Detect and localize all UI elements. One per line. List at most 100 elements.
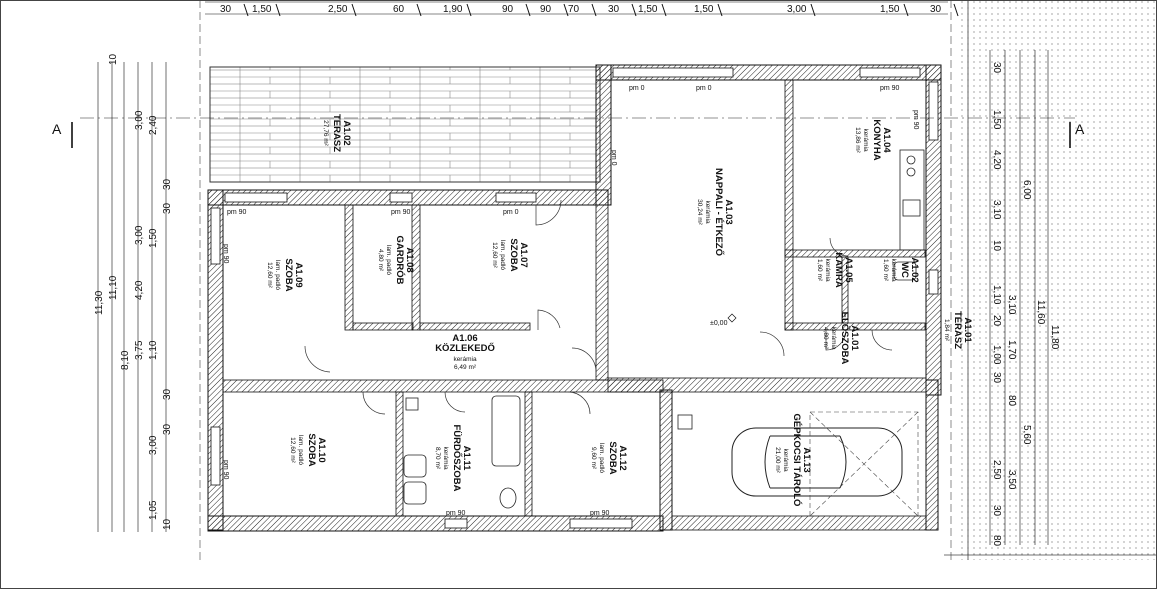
dim-right-total1: 11,80 [1049, 325, 1060, 350]
dim-label: 4,20 [991, 150, 1002, 170]
dim-label: 1,70 [1006, 340, 1017, 360]
dim-label: 1,50 [148, 228, 159, 248]
room-area: 4,80 m² [377, 249, 384, 272]
dim-label: 1,10 [148, 340, 159, 360]
room-material: kerámia [704, 200, 711, 224]
room-id: A1.07 [518, 242, 529, 267]
dim-label: 4,20 [134, 280, 145, 300]
dim-label: 30 [991, 62, 1002, 74]
window-tag: pm 90 [222, 460, 229, 480]
room-name: SZOBA [607, 441, 618, 474]
windows [210, 67, 939, 529]
door-swings [304, 199, 893, 415]
dim-label: 3,50 [1006, 470, 1017, 490]
dim-tick [903, 3, 909, 17]
window-tag: pm 0 [610, 150, 617, 166]
room-id: A1.02 [341, 120, 352, 145]
dim-label: 30 [991, 505, 1002, 517]
room-name: TERASZ [331, 114, 342, 152]
room-material: kerámia [824, 258, 831, 282]
terrain-area [960, 0, 1157, 560]
section-marker-left: A [52, 121, 62, 137]
dim-tick [631, 3, 637, 17]
dim-label: 30 [220, 4, 232, 15]
car-symbol [731, 427, 903, 497]
room-id: A1.12 [617, 445, 628, 470]
dim-label: 3,10 [991, 200, 1002, 220]
dim-tick [563, 3, 569, 17]
room-id: A1.11 [461, 446, 472, 472]
dim-label: 1,10 [991, 285, 1002, 305]
room-name: NAPPALI - ÉTKEZŐ [713, 168, 725, 256]
terrace-deck [209, 66, 601, 183]
dim-label: 10 [162, 518, 173, 530]
dim-label: 1,00 [991, 345, 1002, 365]
window-tag: pm 90 [222, 244, 229, 264]
room-area: 12,60 m² [266, 262, 273, 288]
room-area: 21,00 m² [774, 447, 781, 473]
dim-label: 1,05 [148, 500, 159, 520]
dim-label: 80 [1006, 395, 1017, 407]
left-dimension-chains [97, 62, 167, 532]
room-material: kerámia [442, 446, 449, 470]
room-material: kerámia [830, 326, 837, 350]
dim-tick [661, 3, 667, 17]
dim-total-left: 11,30 [94, 290, 105, 315]
room-area: 6,49 m² [454, 364, 477, 371]
dim-label: 3,00 [134, 110, 145, 130]
parking-zone [809, 411, 919, 517]
room-area: 12,60 m² [289, 437, 296, 463]
dim-tick [275, 3, 281, 17]
section-marker-right: A [1075, 121, 1085, 137]
room-name: TERASZ [952, 311, 963, 349]
dim-label: 70 [568, 4, 580, 15]
dim-label: 30 [991, 372, 1002, 384]
room-id: A1.02 [909, 257, 920, 282]
dim-label: 90 [540, 4, 552, 15]
window-tag: pm 90 [880, 85, 900, 92]
dim-left-3a: 10 [108, 53, 119, 65]
dim-label: 10 [991, 240, 1002, 252]
room-name: SZOBA [306, 433, 317, 466]
room-id: A1.03 [723, 199, 734, 224]
right-dimension-chains [989, 50, 1049, 545]
dim-label: 90 [502, 4, 514, 15]
window-tag: pm 90 [446, 510, 466, 517]
room-name: GARDRÓB [394, 235, 406, 284]
room-material: lam. padló [297, 435, 304, 465]
room-id: A1.05 [843, 257, 854, 283]
room-id: A1.04 [881, 127, 892, 153]
dim-label: 3,00 [787, 4, 807, 15]
window-tag: pm 90 [391, 209, 411, 216]
room-area: 30,24 m² [696, 199, 703, 225]
dim-label: 30 [930, 4, 942, 15]
dim-tick [717, 3, 723, 17]
room-id: A1.01 [849, 325, 860, 351]
room-name: KÖZLEKEDŐ [435, 342, 495, 354]
window-tag: pm 90 [590, 510, 610, 517]
room-name: GÉPKOCSI TÁROLÓ [791, 414, 803, 507]
dim-tick [416, 3, 422, 17]
level-mark: ±0,00 [710, 320, 728, 327]
room-id: A1.06 [452, 333, 477, 344]
window-tag: pm 90 [912, 110, 919, 130]
dim-label: 1,50 [880, 4, 900, 15]
dim-tick [525, 3, 531, 17]
room-name: SZOBA [508, 238, 519, 271]
inner-walls [222, 79, 927, 531]
